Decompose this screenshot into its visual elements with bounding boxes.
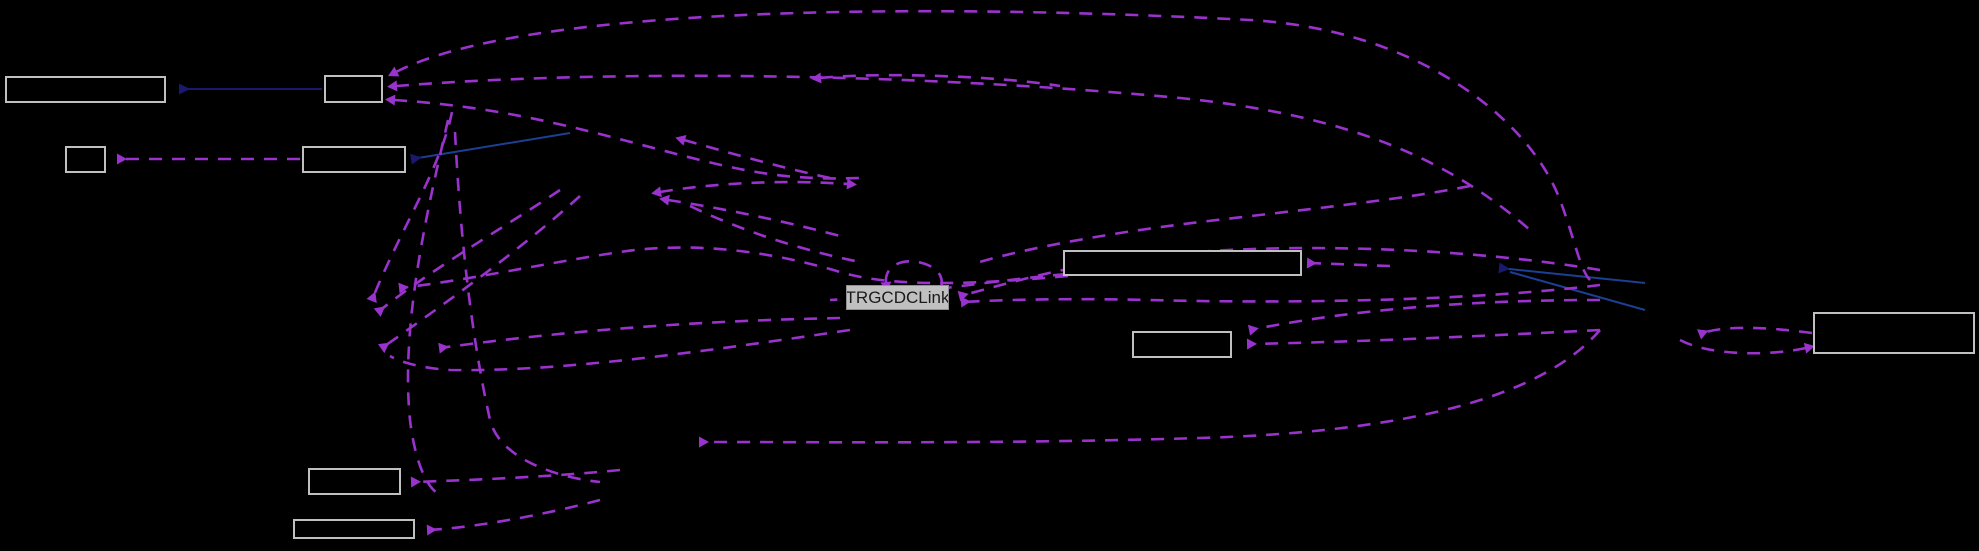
graph-node[interactable] <box>1132 331 1232 358</box>
edge-inherit-right-1 <box>1498 262 1646 284</box>
edge-usage-n2-down <box>406 119 450 494</box>
graph-node[interactable] <box>65 146 106 173</box>
edge-usage-fan-2 <box>651 178 857 198</box>
edge-usage-right-to-center-2 <box>960 283 1601 308</box>
graph-node[interactable] <box>293 519 415 539</box>
graph-node-current[interactable]: TRGCDCLink <box>846 285 949 310</box>
edge-usage-into-n9 <box>410 468 621 488</box>
edge-group-inheritance <box>179 83 1646 311</box>
edge-usage-n2-low <box>385 94 861 180</box>
edge-usage-n5-left <box>398 246 1069 294</box>
graph-node[interactable] <box>302 146 406 173</box>
edge-usage-n8-out <box>1697 326 1813 340</box>
edge-usage-into-n5 <box>1306 257 1391 269</box>
graph-node[interactable] <box>5 76 166 103</box>
edge-usage-bottom-sweep <box>698 329 1601 448</box>
edge-usage-left-desc-3 <box>378 195 581 354</box>
edge-usage-center-to-left-2 <box>389 328 851 372</box>
edge-usage-n2-down-2 <box>453 131 601 484</box>
edge-usage-n8-in <box>1679 338 1815 355</box>
edge-usage-fan-1 <box>675 134 841 182</box>
edge-usage-left-desc-1 <box>366 111 454 303</box>
graph-node[interactable] <box>324 75 383 103</box>
edge-inherit-n8-n4 <box>410 132 571 165</box>
edge-usage-left-desc-2 <box>373 188 561 317</box>
graph-node[interactable] <box>308 468 401 495</box>
edge-usage-into-n7-b <box>1246 328 1601 350</box>
graph-node[interactable] <box>1063 250 1302 276</box>
edge-usage-fan-3 <box>659 194 841 238</box>
edge-usage-center-to-left <box>438 316 841 354</box>
edge-usage-into-n7-a <box>1247 298 1601 336</box>
graph-node[interactable] <box>1813 312 1975 354</box>
edge-usage-top-arc <box>387 9 1591 281</box>
edge-usage-into-n10 <box>426 498 601 536</box>
edge-usage-free-top <box>811 72 1061 88</box>
edge-usage-tr-center <box>979 184 1471 264</box>
edge-usage-n2-mid <box>387 74 1531 231</box>
edge-usage-right-to-center-1 <box>957 246 1601 302</box>
edge-inherit-right-2 <box>1509 271 1646 311</box>
